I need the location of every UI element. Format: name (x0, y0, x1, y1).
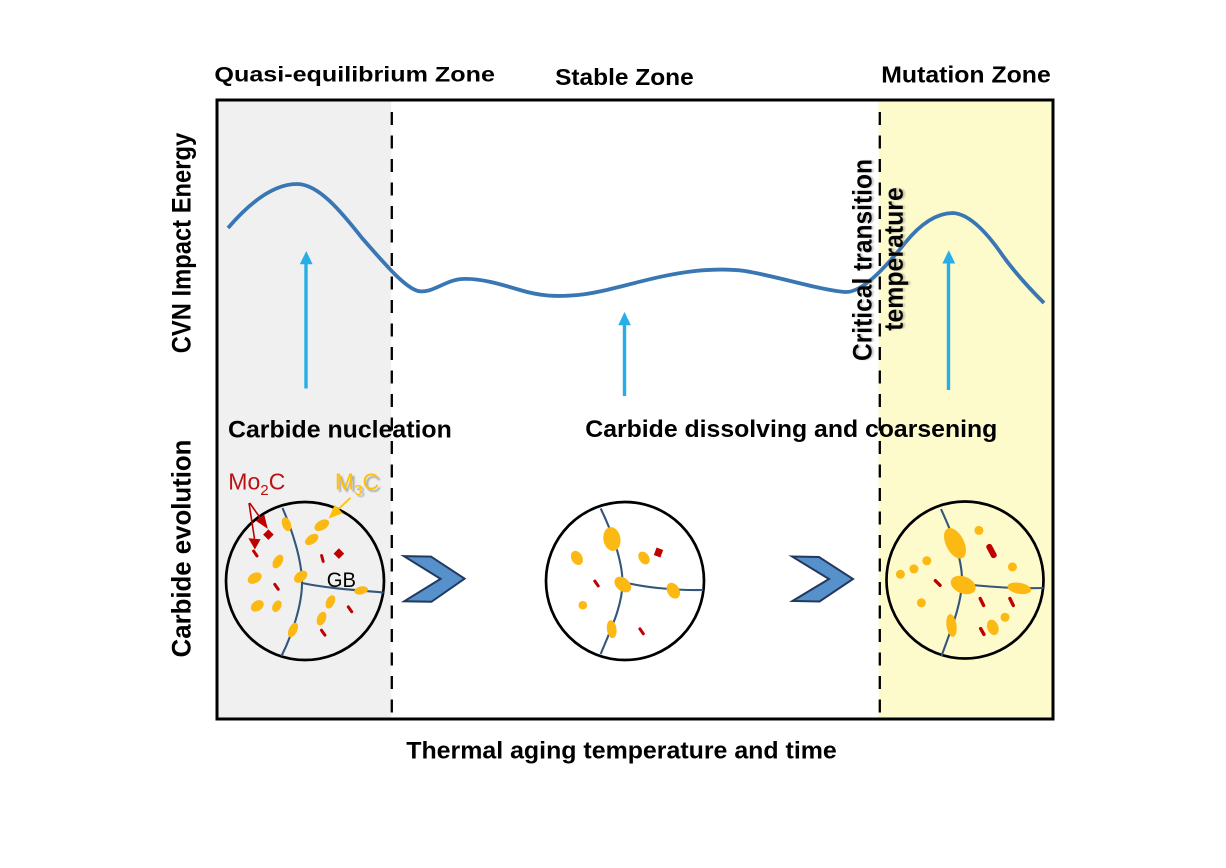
svg-text:Critical transition: Critical transition (848, 159, 878, 361)
svg-text:Mo2C: Mo2C (228, 469, 285, 499)
svg-text:GB: GB (327, 569, 356, 592)
svg-text:Mutation Zone: Mutation Zone (881, 61, 1051, 87)
svg-text:Stable Zone: Stable Zone (555, 64, 694, 90)
svg-text:Carbide dissolving and coarsen: Carbide dissolving and coarsening (585, 416, 997, 443)
svg-text:Carbide nucleation: Carbide nucleation (228, 416, 452, 443)
svg-text:Thermal aging temperature and: Thermal aging temperature and time (406, 738, 837, 765)
svg-text:Quasi-equilibrium Zone: Quasi-equilibrium Zone (214, 64, 495, 87)
svg-text:Carbide evolution: Carbide evolution (166, 440, 196, 658)
svg-text:temperature: temperature (879, 187, 909, 331)
svg-text:CVN Impact Energy: CVN Impact Energy (166, 133, 196, 354)
